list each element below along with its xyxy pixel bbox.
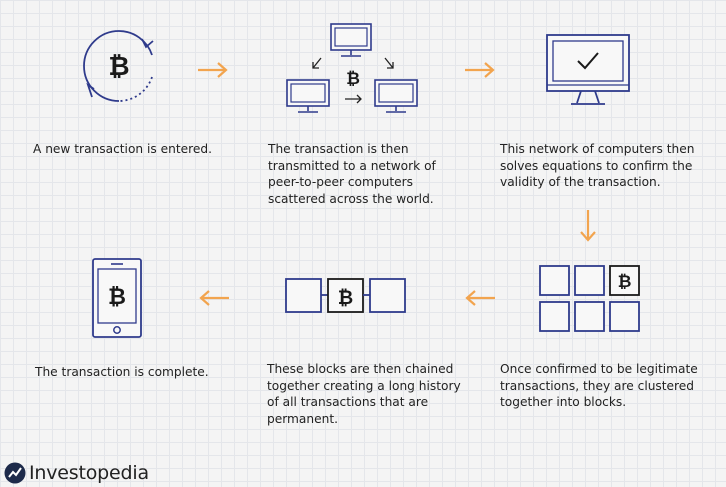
blocks-grid-icon: ₿	[538, 264, 642, 334]
bitcoin-symbol: ₿	[338, 287, 353, 309]
computer-icon	[286, 79, 330, 113]
caption-line: solves equations to confirm the	[500, 158, 693, 173]
chained-blocks-icon: ₿	[284, 276, 408, 316]
caption-line: This network of computers then	[500, 142, 695, 156]
caption-line: transmitted to a network of	[268, 158, 436, 173]
step-3-caption: This network of computers then solves eq…	[500, 141, 695, 191]
refresh-bitcoin-icon: ₿	[76, 27, 162, 105]
step-6-caption: The transaction is complete.	[35, 364, 209, 381]
caption-line: The transaction is then	[268, 142, 409, 156]
logo-text: Investopedia	[29, 462, 149, 484]
caption-line: permanent.	[267, 411, 338, 426]
bitcoin-symbol: ₿	[108, 52, 129, 82]
bitcoin-symbol: ₿	[108, 285, 126, 310]
arrow-left-icon	[464, 290, 496, 306]
computer-network-icon: ₿	[283, 22, 423, 118]
caption-line: together into blocks.	[500, 395, 627, 409]
investopedia-logo: Investopedia	[4, 461, 149, 485]
arrow-right-icon	[464, 62, 496, 78]
bitcoin-symbol: ₿	[346, 69, 360, 89]
caption-line: The transaction is complete.	[35, 365, 209, 379]
caption-line: A new transaction is entered.	[33, 142, 212, 156]
investopedia-logo-icon	[4, 462, 26, 484]
computer-icon	[374, 79, 418, 113]
computer-icon	[330, 23, 372, 57]
step-5-caption: These blocks are then chained together c…	[267, 361, 461, 427]
caption-line: scattered across the world.	[268, 191, 434, 206]
arrow-down-icon	[579, 209, 597, 243]
caption-line: of all transactions that are	[267, 395, 429, 409]
caption-line: peer-to-peer computers	[268, 175, 413, 189]
caption-line: These blocks are then chained	[267, 362, 454, 376]
step-1-caption: A new transaction is entered.	[33, 141, 212, 158]
caption-line: together creating a long history	[267, 378, 461, 393]
monitor-checkmark-icon	[545, 33, 633, 107]
arrow-right-icon	[197, 62, 229, 78]
bitcoin-symbol: ₿	[618, 272, 632, 292]
arrow-left-icon	[198, 290, 230, 306]
caption-line: Once confirmed to be legitimate	[500, 362, 698, 376]
smartphone-bitcoin-icon: ₿	[91, 257, 143, 339]
step-4-caption: Once confirmed to be legitimate transact…	[500, 361, 698, 411]
caption-line: transactions, they are clustered	[500, 378, 695, 393]
caption-line: validity of the transaction.	[500, 175, 661, 189]
step-2-caption: The transaction is then transmitted to a…	[268, 141, 436, 207]
